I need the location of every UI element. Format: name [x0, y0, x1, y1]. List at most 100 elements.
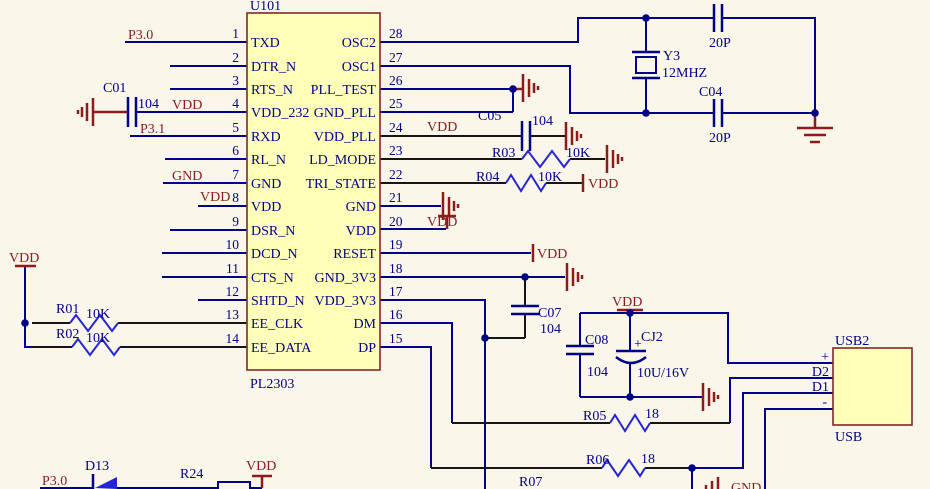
capacitor-plates [712, 99, 724, 127]
usb-body[interactable] [832, 347, 913, 426]
pin-name: EE_DATA [251, 341, 312, 356]
net-label-vdd: VDD [588, 177, 618, 192]
pin-number: 4 [232, 96, 239, 111]
resistor-zigzag [505, 173, 547, 193]
net-label-vdd: VDD [537, 247, 567, 262]
resistor-r24[interactable]: R24 [180, 467, 251, 489]
capacitor-osc-top[interactable]: 20P [709, 4, 731, 51]
pin-number: 27 [389, 50, 403, 65]
capacitor-plates [126, 97, 138, 127]
net-label-vdd: VDD [172, 98, 202, 113]
part-value: 10K [86, 307, 110, 322]
part-value: 10K [538, 170, 562, 185]
ic-part: PL2303 [250, 377, 294, 392]
net-label-vdd: VDD [9, 251, 39, 266]
part-value: 104 [532, 114, 553, 129]
pin-number: 22 [389, 167, 403, 182]
resistor-r06[interactable]: R06 18 [586, 452, 655, 478]
capacitor-cj2[interactable]: CJ2 + 10U/16V [615, 313, 689, 397]
part-value: 10U/16V [637, 366, 689, 381]
net-label-gnd: GND [731, 481, 761, 489]
pin-name: LD_MODE [309, 153, 376, 168]
part-ref: C01 [103, 81, 126, 96]
pin-name: GND [346, 200, 376, 215]
net-label-gnd: GND [172, 169, 202, 184]
ic-body[interactable] [246, 12, 381, 371]
pin-number: 14 [226, 331, 240, 346]
net-label-vdd: VDD [200, 190, 230, 205]
pin-number: 21 [389, 190, 403, 205]
resistor-body [217, 481, 251, 489]
part-ref: C07 [538, 306, 561, 321]
pin-name: RTS_N [251, 83, 293, 98]
capacitor-c04[interactable]: C04 20P [699, 85, 731, 146]
crystal-body [635, 56, 657, 74]
net-label-vdd: VDD [427, 120, 457, 135]
resistor-r02[interactable]: R02 10K [56, 327, 121, 357]
pin-name: EE_CLK [251, 317, 303, 332]
part-ref: R03 [492, 146, 515, 161]
diode-d13[interactable]: D13 [85, 459, 117, 489]
net-label-vdd: VDD [612, 295, 642, 310]
part-ref: C04 [699, 85, 722, 100]
net-label-p31: P3.1 [140, 122, 165, 137]
pin-name: TRI_STATE [306, 177, 376, 192]
pin-number: 1 [232, 26, 239, 41]
pin-name: SHTD_N [251, 294, 305, 309]
usb-pin-minus: - [822, 395, 827, 410]
pin-name: RESET [333, 247, 376, 262]
part-value: 10K [566, 146, 590, 161]
usb-connector[interactable]: USB2 USB + D2 D1 - [812, 334, 913, 445]
pin-name: VDD [251, 200, 281, 215]
capacitor-c05[interactable]: C05 104 [478, 109, 553, 151]
usb-pin-d2: D2 [812, 365, 829, 380]
capacitor-c01[interactable]: C01 104 [103, 81, 159, 127]
capacitor-plates [566, 344, 594, 356]
net-label-p30: P3.0 [42, 474, 67, 489]
junction-dots [21, 14, 819, 472]
pin-name: VDD [346, 224, 376, 239]
capacitor-c07[interactable]: C07 104 [511, 304, 561, 337]
part-ref: Y3 [663, 49, 680, 64]
pin-name: GND [251, 177, 281, 192]
part-value: 104 [587, 365, 608, 380]
pin-number: 23 [389, 143, 403, 158]
ic-u101[interactable]: U101 PL2303 TXD DTR_N RTS_N VDD_232 RXD … [226, 0, 403, 392]
part-value: 18 [645, 407, 659, 422]
pin-name: VDD_3V3 [315, 294, 376, 309]
resistor-r05[interactable]: R05 18 [583, 407, 659, 433]
resistor-r04[interactable]: R04 10K [476, 170, 562, 193]
usb-name: USB [835, 430, 862, 445]
pin-number: 17 [389, 284, 403, 299]
resistor-r01[interactable]: R01 10K [56, 302, 119, 333]
pin-number: 9 [232, 214, 239, 229]
pin-number: 26 [389, 73, 403, 88]
part-ref: R24 [180, 467, 203, 482]
ic-ref: U101 [250, 0, 281, 14]
pin-number: 24 [389, 120, 403, 135]
part-value: 104 [540, 322, 561, 337]
net-label-vdd: VDD [246, 459, 276, 474]
part-ref-r07: R07 [519, 475, 542, 489]
part-value: 10K [86, 331, 110, 346]
wire-net [24, 17, 833, 489]
pin-name: DTR_N [251, 60, 296, 75]
resistor-r03[interactable]: R03 10K [492, 146, 590, 169]
pin-number: 20 [389, 214, 403, 229]
capacitor-plate-neg [615, 355, 647, 365]
part-value: 12MHZ [662, 66, 707, 81]
resistor-zigzag [521, 149, 571, 169]
pin-name: VDD_PLL [314, 130, 376, 145]
capacitor-c08[interactable]: C08 104 [566, 313, 608, 397]
net-label-p30: P3.0 [128, 28, 153, 43]
capacitor-plates [712, 4, 724, 32]
pin-number: 8 [232, 190, 239, 205]
crystal-y3[interactable]: Y3 12MHZ [632, 18, 707, 113]
resistor-zigzag [601, 458, 646, 478]
capacitor-plates [511, 304, 539, 316]
part-value: 104 [138, 97, 159, 112]
resistor-zigzag [69, 313, 119, 333]
pin-name: VDD_232 [251, 106, 309, 121]
